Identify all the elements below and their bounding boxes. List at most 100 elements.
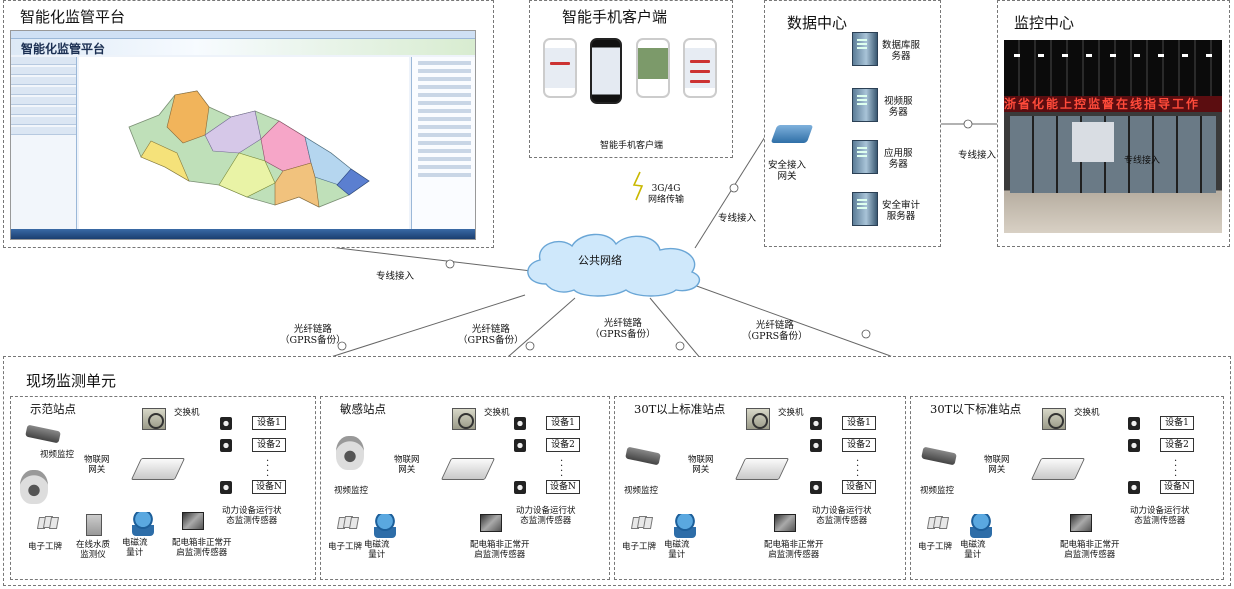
- badge-icon: [336, 516, 360, 530]
- db-server-icon: [852, 32, 878, 66]
- device-sensor-icon: [1128, 439, 1140, 452]
- switch-label: 交换机: [174, 408, 200, 418]
- security-gateway-label: 安全接入网关: [768, 160, 807, 182]
- device-box: 设备2: [1160, 438, 1194, 452]
- sensor-label: 电磁流量计: [122, 538, 148, 558]
- cabinet-sensor-icon: [1070, 514, 1092, 532]
- sensor-label: 电子工牌: [28, 542, 63, 552]
- mobile-title: 智能手机客户端: [562, 8, 668, 26]
- device-sensor-icon: [810, 439, 822, 452]
- switch-icon: [746, 408, 770, 430]
- fiber-link-4: 光纤链路（GPRS备份）: [742, 320, 808, 342]
- power-sensor-label: 动力设备运行状态监测传感器: [812, 506, 872, 526]
- power-sensor-label: 动力设备运行状态监测传感器: [516, 506, 576, 526]
- audit-server-label: 安全审计服务器: [882, 200, 921, 222]
- security-gateway-icon: [770, 125, 814, 143]
- sensor-label: 电子工牌: [622, 542, 657, 552]
- phone-2: [590, 38, 622, 104]
- sensor-label: 配电箱非正常开启监测传感器: [470, 540, 530, 560]
- platform-tree: [411, 57, 475, 233]
- device-dots: ....: [560, 453, 564, 479]
- station-title: 30T以下标准站点: [930, 402, 1022, 416]
- platform-screenshot: 智能化监管平台: [10, 30, 476, 240]
- video-server-icon: [852, 88, 878, 122]
- platform-title: 智能化监管平台: [20, 8, 126, 26]
- video-server-label: 视频服务器: [884, 96, 913, 118]
- device-sensor-icon: [1128, 481, 1140, 494]
- db-server-label: 数据库服务器: [882, 40, 921, 62]
- cabinet-sensor-icon: [182, 512, 204, 530]
- badge-icon: [36, 516, 60, 530]
- switch-label: 交换机: [1074, 408, 1100, 418]
- dedicated-link-datacenter: 专线接入: [718, 213, 757, 224]
- device-box: 设备N: [252, 480, 286, 494]
- video-label: 视频监控: [40, 450, 75, 460]
- flowmeter-icon: [374, 514, 396, 538]
- field-title: 现场监测单元: [26, 372, 117, 390]
- switch-icon: [1042, 408, 1066, 430]
- sensor-label: 在线水质监测仪: [76, 540, 111, 560]
- platform-app-title: 智能化监管平台: [21, 42, 106, 56]
- iot-gateway-label: 物联网网关: [394, 455, 420, 475]
- station-title: 示范站点: [30, 402, 76, 416]
- sensor-label: 电磁流量计: [364, 540, 390, 560]
- sensor-label: 电磁流量计: [960, 540, 986, 560]
- switch-icon: [142, 408, 166, 430]
- sensor-label: 电子工牌: [918, 542, 953, 552]
- video-label: 视频监控: [920, 486, 955, 496]
- device-box: 设备2: [252, 438, 286, 452]
- device-sensor-icon: [810, 417, 822, 430]
- monitor-ticker: 浙省化能上控监督在线指导工作: [1004, 96, 1222, 112]
- switch-label: 交换机: [484, 408, 510, 418]
- device-box: 设备2: [546, 438, 580, 452]
- device-box: 设备1: [1160, 416, 1194, 430]
- water-quality-icon: [86, 514, 102, 536]
- audit-server-icon: [852, 192, 878, 226]
- video-label: 视频监控: [624, 486, 659, 496]
- public-network-label: 公共网络: [578, 254, 622, 267]
- sensor-label: 电子工牌: [328, 542, 363, 552]
- device-sensor-icon: [514, 481, 526, 494]
- switch-icon: [452, 408, 476, 430]
- device-sensor-icon: [220, 481, 232, 494]
- sensor-label: 配电箱非正常开启监测传感器: [172, 538, 232, 558]
- dedicated-link-platform: 专线接入: [376, 271, 415, 282]
- device-sensor-icon: [220, 417, 232, 430]
- power-sensor-label: 动力设备运行状态监测传感器: [1130, 506, 1190, 526]
- device-box: 设备1: [546, 416, 580, 430]
- device-box: 设备N: [1160, 480, 1194, 494]
- app-server-icon: [852, 140, 878, 174]
- video-label: 视频监控: [334, 486, 369, 496]
- platform-map: [79, 57, 409, 233]
- phone-4: [683, 38, 717, 98]
- dome-camera-icon: [336, 436, 364, 470]
- device-dots: ....: [266, 453, 270, 479]
- device-sensor-icon: [514, 417, 526, 430]
- monitor-photo: 浙省化能上控监督在线指导工作 专线接入: [1004, 40, 1222, 233]
- datacenter-title: 数据中心: [787, 14, 848, 32]
- platform-side-menu: [11, 57, 77, 233]
- device-box: 设备1: [842, 416, 876, 430]
- device-box: 设备2: [842, 438, 876, 452]
- sensor-label: 电磁流量计: [664, 540, 690, 560]
- dedicated-link-monitor: 专线接入: [958, 150, 997, 161]
- monitor-inner-label: 专线接入: [1124, 156, 1161, 166]
- device-sensor-icon: [810, 481, 822, 494]
- device-box: 设备N: [842, 480, 876, 494]
- mobile-caption: 智能手机客户端: [600, 141, 664, 151]
- switch-label: 交换机: [778, 408, 804, 418]
- device-box: 设备1: [252, 416, 286, 430]
- public-network-cloud-icon: [527, 233, 700, 297]
- device-dots: ....: [1174, 453, 1178, 479]
- sensor-label: 配电箱非正常开启监测传感器: [764, 540, 824, 560]
- iot-gateway-label: 物联网网关: [688, 455, 714, 475]
- fiber-link-1: 光纤链路（GPRS备份）: [280, 324, 346, 346]
- station-title: 30T以上标准站点: [634, 402, 726, 416]
- dome-camera-icon: [20, 470, 48, 504]
- iot-gateway-label: 物联网网关: [984, 455, 1010, 475]
- monitor-title: 监控中心: [1014, 14, 1075, 32]
- fiber-link-2: 光纤链路（GPRS备份）: [458, 324, 524, 346]
- device-dots: ....: [856, 453, 860, 479]
- fiber-link-3: 光纤链路（GPRS备份）: [590, 318, 656, 340]
